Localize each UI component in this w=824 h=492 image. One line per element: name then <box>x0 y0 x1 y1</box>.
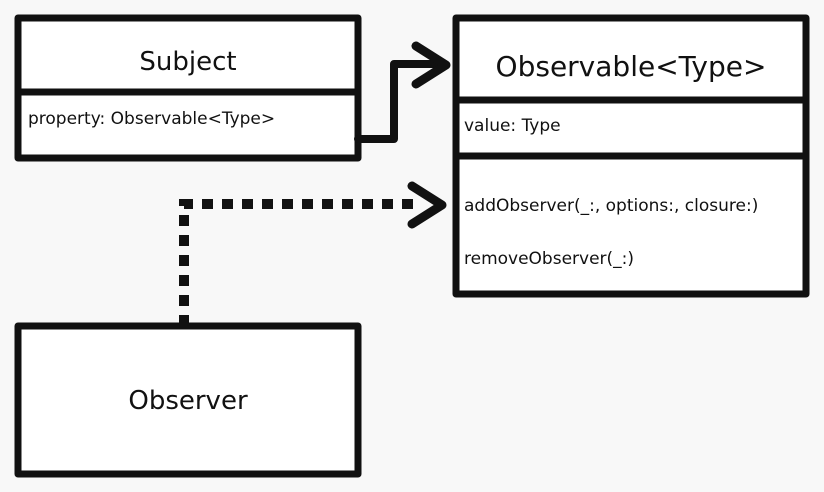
subject-box <box>14 14 362 162</box>
observable-method-add: addObserver(_:, options:, closure:) <box>464 196 758 216</box>
observer-title: Observer <box>128 386 248 416</box>
association-line <box>354 60 444 143</box>
dependency-arrowhead <box>407 181 447 229</box>
association-arrow <box>354 41 451 143</box>
dependency-line <box>179 199 416 326</box>
association-arrowhead <box>411 41 451 89</box>
observer-class: Observer <box>14 322 362 478</box>
subject-class: Subject property: Observable<Type> <box>14 14 362 162</box>
subject-title: Subject <box>139 47 236 77</box>
subject-attribute: property: Observable<Type> <box>28 109 275 129</box>
observable-class: Observable<Type> value: Type addObserver… <box>452 14 810 298</box>
observable-title: Observable<Type> <box>496 50 767 83</box>
observable-attribute: value: Type <box>464 116 561 136</box>
observable-method-remove: removeObserver(_:) <box>464 249 634 269</box>
dependency-arrow <box>179 181 447 326</box>
